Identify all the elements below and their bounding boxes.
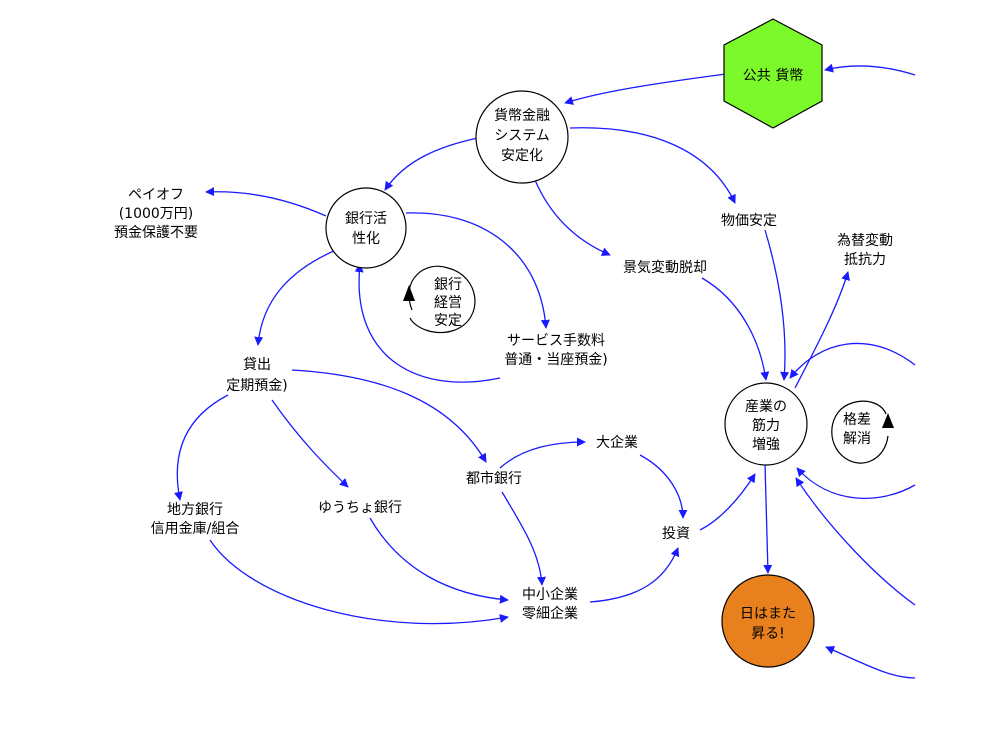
edge-offscreen-to-currency — [824, 63, 916, 76]
loop-arc-icon — [408, 265, 476, 334]
edge-currency-to-stability — [564, 73, 727, 105]
edge-cycle-to-industry — [701, 277, 770, 381]
node-label: ゆうちょ銀行 — [318, 500, 402, 516]
edge-bank-to-payoff — [205, 187, 327, 217]
node-label-line-1: 貸出 — [243, 357, 271, 373]
node-large-corp[interactable]: 大企業 — [596, 434, 638, 451]
node-label-line-1: 日はまた — [740, 606, 796, 622]
edge-offscreen-to-sun — [825, 646, 916, 679]
loop-label-line-3: 安定 — [434, 313, 462, 329]
edge-large-to-investment — [639, 454, 688, 519]
edge-offscreen-to-industry — [795, 477, 916, 606]
node-label-line-2: (1000万円) — [119, 206, 194, 222]
node-public-currency[interactable]: 公共 貨幣 — [723, 18, 823, 129]
edge-loans-to-yucho — [271, 399, 349, 488]
edge-regional-to-sme — [209, 539, 509, 625]
edge-yucho-to-sme — [369, 517, 509, 604]
edge-service-to-bank — [354, 263, 501, 383]
node-label: 投資 — [662, 526, 690, 542]
node-label-line-1: 地方銀行 — [167, 502, 223, 518]
node-circle — [724, 382, 808, 466]
node-label: 都市銀行 — [466, 470, 522, 487]
node-city-bank[interactable]: 都市銀行 — [466, 470, 522, 487]
node-label-line-2: 昇る! — [751, 626, 785, 642]
node-business-cycle[interactable]: 景気変動脱却 — [623, 259, 707, 276]
loop-label-line-1: 格差 — [843, 412, 871, 428]
edge-loop-right-lower — [796, 467, 916, 500]
node-label-line-1: 産業の — [745, 399, 787, 415]
edge-investment-to-industry — [699, 473, 756, 531]
node-label-line-2: 信用金庫/組合 — [151, 520, 240, 537]
edge-price-to-industry — [764, 229, 790, 381]
node-label-line-3: 増強 — [752, 437, 780, 453]
edge-loop-right-upper — [789, 342, 916, 379]
node-yucho[interactable]: ゆうちょ銀行 — [318, 500, 402, 516]
node-label: 大企業 — [596, 434, 638, 451]
loop-label-line-2: 解消 — [843, 431, 871, 447]
loop-label-line-1: 銀行 — [434, 277, 462, 293]
node-label-line-1: サービス手数料 — [507, 333, 605, 349]
node-price-stability[interactable]: 物価安定 — [721, 213, 777, 229]
node-label-line-1: 為替変動 — [837, 232, 893, 249]
node-label-line-1: 貨幣金融 — [494, 107, 550, 124]
edge-bank-to-service — [405, 212, 550, 329]
node-label-line-2: 零細企業 — [522, 605, 578, 622]
node-service-fee[interactable]: サービス手数料 普通・当座預金) — [504, 333, 607, 368]
node-label-line-1: 中小企業 — [522, 586, 578, 603]
node-label-line-3: 安定化 — [501, 148, 543, 164]
node-sme[interactable]: 中小企業 零細企業 — [522, 586, 578, 622]
node-label-line-2: 普通・当座預金) — [504, 352, 607, 368]
edge-citybank-to-sme — [501, 491, 546, 586]
edge-citybank-to-large — [499, 437, 586, 469]
edge-stability-to-cycle — [534, 179, 611, 256]
node-payoff[interactable]: ペイオフ (1000万円) 預金保護不要 — [114, 187, 198, 241]
node-label-line-1: ペイオフ — [128, 187, 184, 203]
node-label: 公共 貨幣 — [743, 67, 803, 84]
node-fx-resistance[interactable]: 為替変動 抵抗力 — [837, 232, 893, 268]
node-label: 物価安定 — [721, 213, 777, 229]
node-regional-bank[interactable]: 地方銀行 信用金庫/組合 — [151, 502, 240, 537]
node-sun-rises[interactable]: 日はまた 昇る! — [721, 574, 815, 668]
loop-arrow-up-icon — [403, 285, 415, 301]
edge-bank-to-loans — [254, 249, 337, 346]
node-circle — [721, 574, 815, 668]
node-circle — [475, 90, 569, 184]
node-label-line-1: 銀行活 — [345, 211, 387, 227]
loop-arrow-up-icon — [882, 413, 894, 428]
edge-loans-to-citybank — [291, 369, 487, 463]
node-loans[interactable]: 貸出 定期預金) — [226, 357, 287, 394]
node-investment[interactable]: 投資 — [662, 526, 690, 542]
node-label-line-2: システム — [494, 128, 550, 144]
edge-industry-to-fx — [794, 271, 850, 389]
node-bank-activation[interactable]: 銀行活 性化 — [325, 187, 407, 269]
node-label-line-2: 性化 — [352, 231, 380, 247]
node-label-line-2: 筋力 — [752, 417, 780, 434]
hexagon-shape — [723, 18, 823, 129]
node-circle — [325, 187, 407, 269]
edge-stability-to-price — [569, 127, 736, 204]
loop-disparity: 格差 解消 — [831, 400, 894, 464]
edges — [174, 63, 916, 679]
loop-bank-mgmt: 銀行 経営 安定 — [403, 265, 476, 334]
edge-industry-to-sun — [763, 462, 773, 574]
edge-stability-to-bank — [384, 137, 479, 191]
loop-arc-icon — [831, 400, 889, 464]
node-label: 景気変動脱却 — [623, 259, 707, 276]
node-label-line-2: 抵抗力 — [844, 252, 886, 268]
node-label-line-3: 預金保護不要 — [114, 225, 198, 241]
node-label-line-2: 定期預金) — [226, 378, 287, 394]
edge-sme-to-investment — [589, 547, 680, 603]
node-monetary-stability[interactable]: 貨幣金融 システム 安定化 — [475, 90, 569, 184]
node-industry[interactable]: 産業の 筋力 増強 — [724, 382, 808, 466]
edge-loans-to-regional — [174, 394, 229, 501]
loop-label-line-2: 経営 — [434, 295, 462, 311]
